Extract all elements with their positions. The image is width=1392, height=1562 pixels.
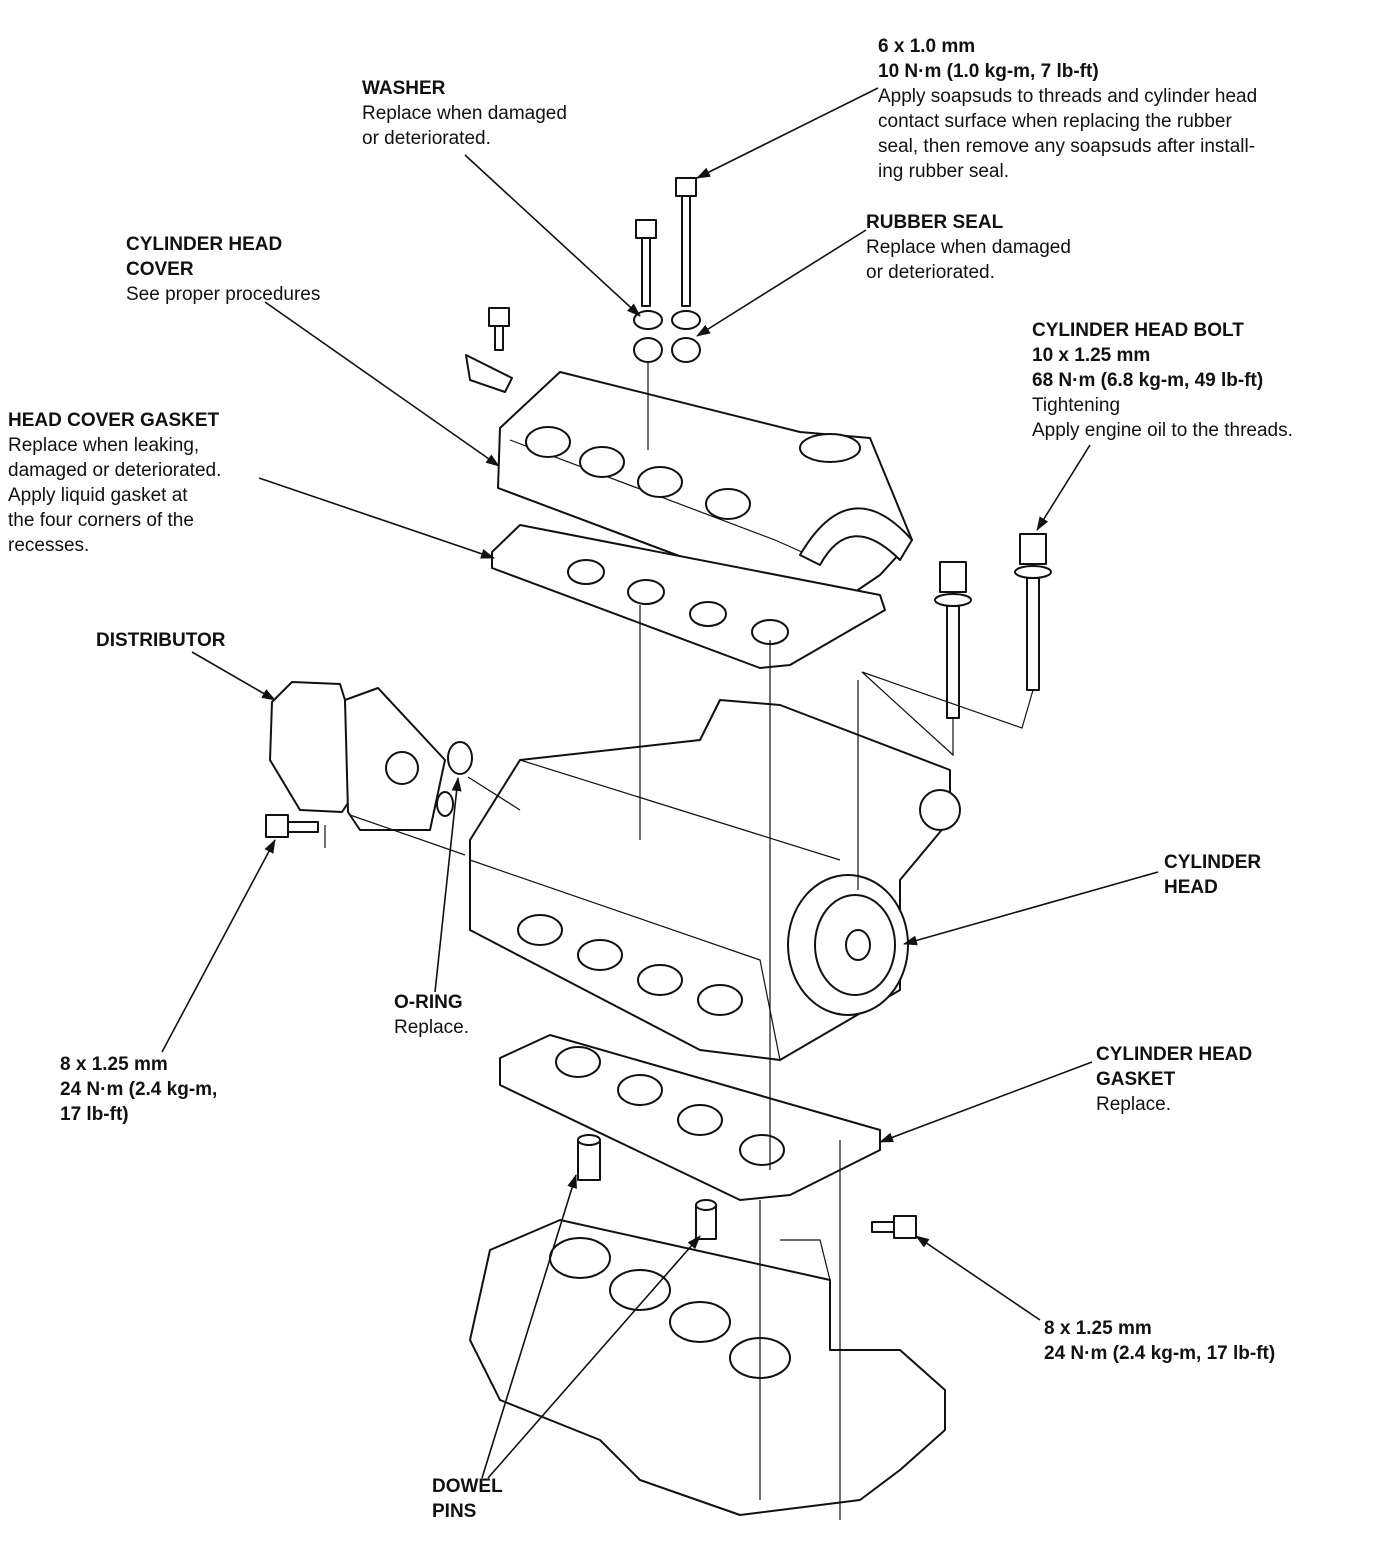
label-cylinder-head: CYLINDER HEAD — [1164, 850, 1261, 900]
head-cover-gasket-part — [491, 524, 886, 669]
bolt-8x125-right-size: 8 x 1.25 mm — [1044, 1318, 1152, 1339]
o-ring-part — [447, 741, 473, 775]
cylinder-head-gasket-note: Replace. — [1096, 1094, 1171, 1115]
washer-note-1: Replace when damaged — [362, 103, 567, 124]
label-bolt-6x1: 6 x 1.0 mm 10 N·m (1.0 kg-m, 7 lb-ft) Ap… — [878, 34, 1257, 184]
engine-block-part — [469, 1219, 946, 1516]
rubber-seal-note-2: or deteriorated. — [866, 262, 995, 283]
leader-arrows — [161, 87, 1159, 1479]
label-bolt-8x125-right: 8 x 1.25 mm 24 N·m (2.4 kg-m, 17 lb-ft) — [1044, 1316, 1275, 1366]
cylinder-head-cover-title-1: CYLINDER HEAD — [126, 234, 283, 255]
o-ring-title: O-RING — [394, 992, 463, 1013]
alignment-lines — [324, 362, 1034, 1520]
bolt-6x1-note-4: ing rubber seal. — [878, 161, 1009, 182]
dowel-pins-title-2: PINS — [432, 1501, 477, 1522]
cylinder-head-bolt-size: 10 x 1.25 mm — [1032, 345, 1151, 366]
camshaft-pulley — [787, 874, 909, 1016]
label-bolt-8x125-left: 8 x 1.25 mm 24 N·m (2.4 kg-m, 17 lb-ft) — [60, 1052, 217, 1127]
bolt-6x1-note-3: seal, then remove any soapsuds after ins… — [878, 136, 1256, 157]
cylinder-head-part — [469, 699, 961, 1061]
cylinder-head-cover-title-2: COVER — [126, 259, 194, 280]
cover-bolts — [465, 177, 697, 393]
cylinder-head-bolt-torque: 68 N·m (6.8 kg-m, 49 lb-ft) — [1032, 370, 1264, 391]
washers-and-seals — [633, 310, 701, 363]
cylinder-head-gasket-title-2: GASKET — [1096, 1069, 1176, 1090]
rubber-seal-title: RUBBER SEAL — [866, 212, 1004, 233]
distributor-part — [269, 681, 454, 831]
dowel-pins-part — [577, 1134, 717, 1240]
o-ring-note: Replace. — [394, 1017, 469, 1038]
label-cylinder-head-gasket: CYLINDER HEAD GASKET Replace. — [1096, 1042, 1252, 1117]
label-washer: WASHER Replace when damaged or deteriora… — [362, 76, 567, 151]
cylinder-head-bolt-title: CYLINDER HEAD BOLT — [1032, 320, 1244, 341]
bolt-8x125-left-size: 8 x 1.25 mm — [60, 1054, 168, 1075]
cylinder-head-cover-part — [497, 371, 913, 613]
head-cover-gasket-title: HEAD COVER GASKET — [8, 410, 220, 431]
dowel-pins-title-1: DOWEL — [432, 1476, 503, 1497]
cylinder-head-cover-note: See proper procedures — [126, 284, 321, 305]
washer-title: WASHER — [362, 78, 446, 99]
label-head-cover-gasket: HEAD COVER GASKET Replace when leaking, … — [8, 408, 221, 558]
head-cover-gasket-note-1: Replace when leaking, — [8, 435, 200, 456]
label-dowel-pins: DOWEL PINS — [432, 1474, 503, 1524]
cylinder-head-gasket-title-1: CYLINDER HEAD — [1096, 1044, 1253, 1065]
head-cover-gasket-note-4: the four corners of the — [8, 510, 194, 531]
cylinder-head-bolt-note-1: Tightening — [1032, 395, 1121, 416]
bolt-6x1-note-1: Apply soapsuds to threads and cylinder h… — [878, 86, 1258, 107]
cylinder-head-gasket-part — [499, 1034, 881, 1201]
head-cover-gasket-note-3: Apply liquid gasket at — [8, 485, 188, 506]
cylinder-head-bolts — [934, 533, 1052, 719]
cylinder-head-title-2: HEAD — [1164, 877, 1218, 898]
rubber-seal-note-1: Replace when damaged — [866, 237, 1071, 258]
head-cover-gasket-note-2: damaged or deteriorated. — [8, 460, 222, 481]
bolt-8x125-right-torque: 24 N·m (2.4 kg-m, 17 lb-ft) — [1044, 1343, 1276, 1364]
label-cylinder-head-cover: CYLINDER HEAD COVER See proper procedure… — [126, 232, 320, 307]
label-distributor: DISTRIBUTOR — [96, 628, 225, 653]
cylinder-head-bolt-note-2: Apply engine oil to the threads. — [1032, 420, 1293, 441]
bolt-6x1-torque: 10 N·m (1.0 kg-m, 7 lb-ft) — [878, 61, 1099, 82]
block-bolt — [871, 1215, 917, 1239]
bolt-6x1-note-2: contact surface when replacing the rubbe… — [878, 111, 1232, 132]
label-cylinder-head-bolt: CYLINDER HEAD BOLT 10 x 1.25 mm 68 N·m (… — [1032, 318, 1293, 443]
label-o-ring: O-RING Replace. — [394, 990, 469, 1040]
distributor-bolt — [265, 814, 319, 838]
label-rubber-seal: RUBBER SEAL Replace when damaged or dete… — [866, 210, 1071, 285]
bolt-6x1-size: 6 x 1.0 mm — [878, 36, 976, 57]
bolt-8x125-left-torque-1: 24 N·m (2.4 kg-m, — [60, 1079, 218, 1100]
cylinder-head-title-1: CYLINDER — [1164, 852, 1262, 873]
washer-note-2: or deteriorated. — [362, 128, 491, 149]
distributor-title: DISTRIBUTOR — [96, 630, 226, 651]
head-cover-gasket-note-5: recesses. — [8, 535, 90, 556]
bolt-8x125-left-torque-2: 17 lb-ft) — [60, 1104, 129, 1125]
